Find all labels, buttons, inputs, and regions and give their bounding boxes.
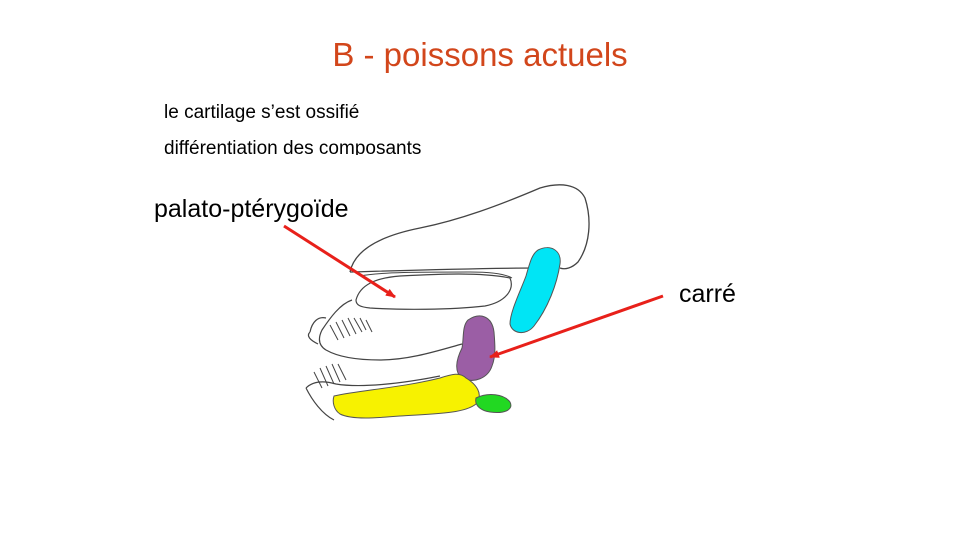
dentary-bone <box>332 373 480 419</box>
label-carre: carré <box>679 280 736 308</box>
bullet-list: le cartilage s’est ossifié différentiati… <box>164 100 564 155</box>
bullet-item: différentiation des composants <box>164 138 422 155</box>
upper-jaw-outline <box>318 299 463 361</box>
arrow-carre <box>489 294 664 359</box>
snout-outline <box>307 317 327 345</box>
quadrate-bone <box>456 315 496 381</box>
palato-inner-line <box>359 271 513 279</box>
arrow-palato <box>283 224 396 299</box>
palato-pterygoid-bone <box>355 273 512 310</box>
teeth-lower <box>313 363 347 389</box>
braincase-outline <box>349 184 590 273</box>
lower-jaw-outline <box>305 375 441 421</box>
label-palato-pterygoide: palato-ptérygoïde <box>154 195 349 223</box>
braincase-lower-outline <box>349 267 541 273</box>
articular-bone <box>475 394 512 413</box>
bullet-item: le cartilage s’est ossifié <box>164 102 360 123</box>
teeth-upper <box>329 317 373 341</box>
slide-title: B - poissons actuels <box>332 36 628 73</box>
hyomandibular-bone <box>509 247 561 333</box>
